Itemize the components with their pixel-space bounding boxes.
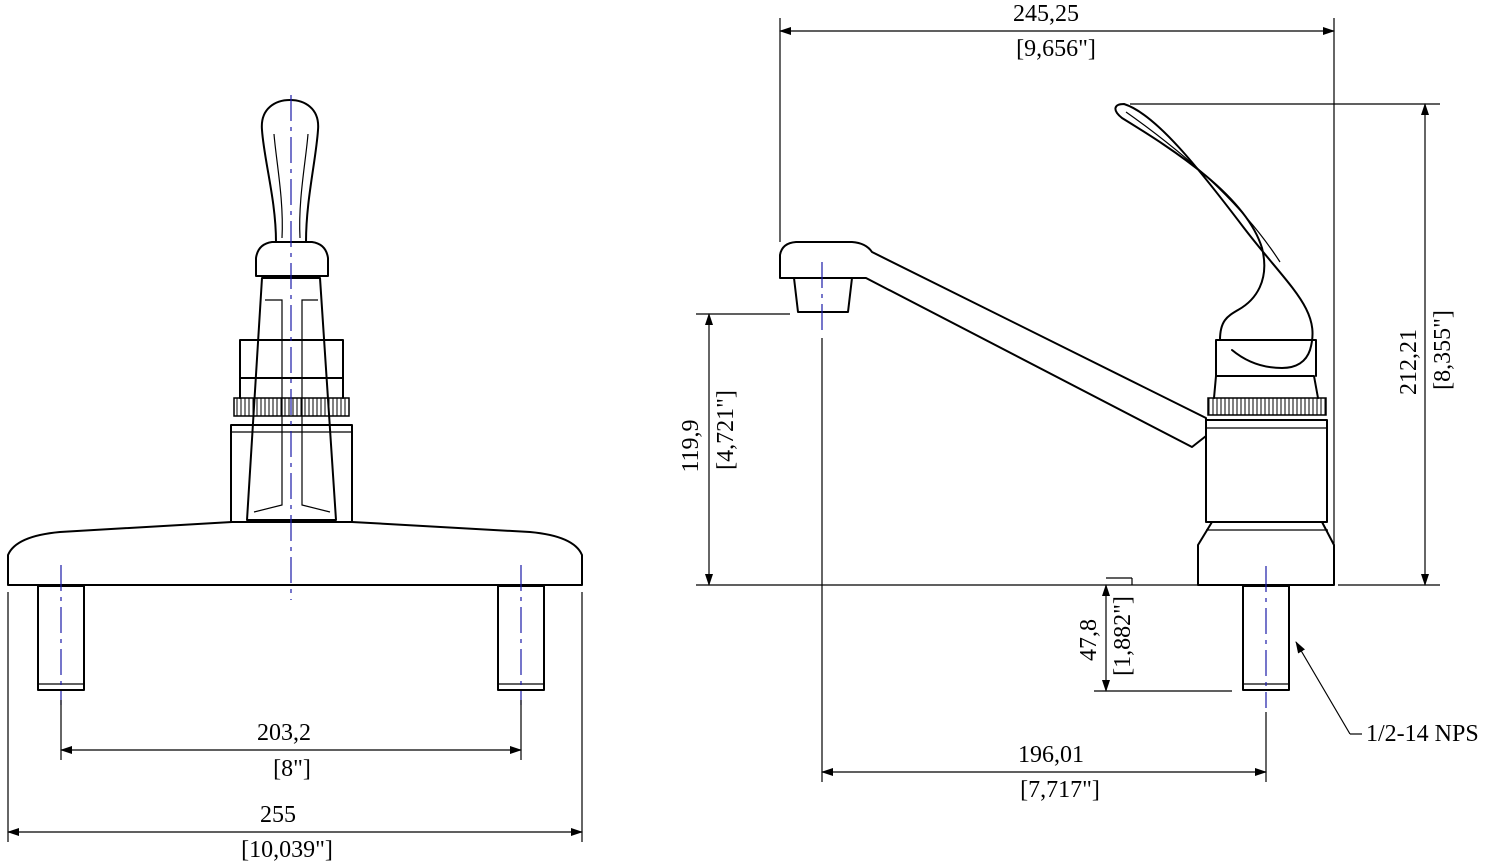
deck-plate [7, 521, 583, 586]
spout-reach-in: [7,717"] [1020, 777, 1100, 803]
overall-height-in: [8,355"] [1430, 310, 1456, 390]
side-knurled-ring [1207, 397, 1327, 416]
hole-spacing-in: [8"] [273, 756, 311, 782]
hole-spacing-mm: 203,2 [257, 720, 311, 746]
handle-cap [255, 241, 329, 277]
plate-width-dimension: 255 [10,039"] [7, 592, 583, 863]
plate-width-mm: 255 [260, 802, 296, 828]
side-handle-lever [1114, 103, 1314, 369]
side-body [1205, 419, 1328, 523]
handle-lever [260, 99, 320, 243]
aerator [793, 277, 853, 313]
shank-length-dimension: 47,8 [1,882"] [1076, 577, 1232, 692]
spout-reach-mm: 196,01 [1018, 742, 1084, 768]
overall-depth-in: [9,656"] [1016, 36, 1096, 62]
thread-callout: 1/2-14 NPS [1295, 641, 1479, 747]
shank-length-in: [1,882"] [1110, 596, 1136, 676]
valve-body [246, 277, 337, 521]
hole-spacing-dimension: 203,2 [8"] [60, 700, 522, 782]
overall-depth-dimension: 245,25 [9,656"] [779, 1, 1335, 585]
overall-depth-mm: 245,25 [1013, 1, 1079, 27]
spout-reach-dimension: 196,01 [7,717"] [821, 338, 1267, 803]
side-view [779, 103, 1335, 708]
spout-height-mm: 119,9 [678, 419, 704, 472]
front-view [7, 95, 583, 705]
overall-height-dimension: 212,21 [8,355"] [1130, 103, 1456, 586]
overall-height-mm: 212,21 [1396, 329, 1422, 395]
shank-length-mm: 47,8 [1076, 619, 1102, 661]
spout-height-dimension: 119,9 [4,721"] [678, 313, 1198, 586]
spout [779, 241, 1207, 448]
thread-callout-label: 1/2-14 NPS [1366, 721, 1479, 747]
spout-height-in: [4,721"] [713, 390, 739, 470]
plate-width-in: [10,039"] [241, 837, 333, 863]
